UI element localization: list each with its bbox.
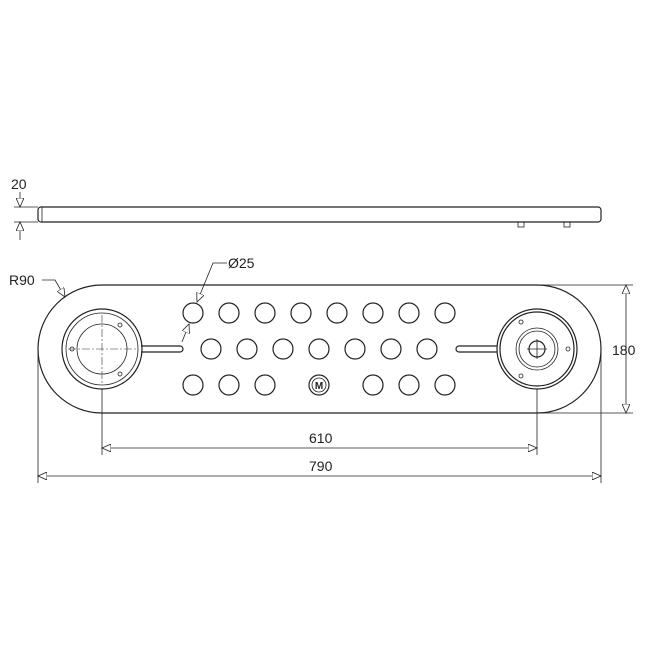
hole xyxy=(182,302,204,324)
hole xyxy=(308,338,330,360)
hole xyxy=(416,338,438,360)
thickness-dimension: 20 xyxy=(11,176,27,192)
right-fixture xyxy=(455,308,578,390)
left-fixture xyxy=(61,308,184,390)
hole xyxy=(200,338,222,360)
slot xyxy=(455,345,497,353)
hole xyxy=(380,338,402,360)
hole-pattern xyxy=(182,302,456,396)
hole xyxy=(362,374,384,396)
logo-badge: M xyxy=(308,374,330,396)
hole xyxy=(362,302,384,324)
side-view: 20 xyxy=(11,176,602,240)
hole xyxy=(290,302,312,324)
height-dimension: 180 xyxy=(612,342,636,358)
hole xyxy=(218,374,240,396)
center-distance-dimension: 610 xyxy=(309,430,333,446)
side-plate xyxy=(37,206,602,223)
slot xyxy=(141,345,184,353)
overall-length-dimension: 790 xyxy=(309,458,333,474)
side-foot xyxy=(563,221,571,228)
hole xyxy=(344,338,366,360)
hole xyxy=(182,374,204,396)
hole xyxy=(272,338,294,360)
side-foot xyxy=(517,221,525,228)
hole xyxy=(218,302,240,324)
hole xyxy=(254,374,276,396)
top-view: M xyxy=(37,284,602,414)
hole xyxy=(236,338,258,360)
logo-letter: M xyxy=(315,381,323,392)
radius-dimension: R90 xyxy=(9,272,35,288)
hole xyxy=(398,374,420,396)
hole xyxy=(398,302,420,324)
hole xyxy=(434,374,456,396)
hole-diameter-dimension: Ø25 xyxy=(228,255,255,271)
hole xyxy=(326,302,348,324)
dimensions: R90 Ø25 180 610 790 xyxy=(9,255,636,483)
plate-outline xyxy=(37,284,602,414)
hole xyxy=(434,302,456,324)
hole xyxy=(254,302,276,324)
